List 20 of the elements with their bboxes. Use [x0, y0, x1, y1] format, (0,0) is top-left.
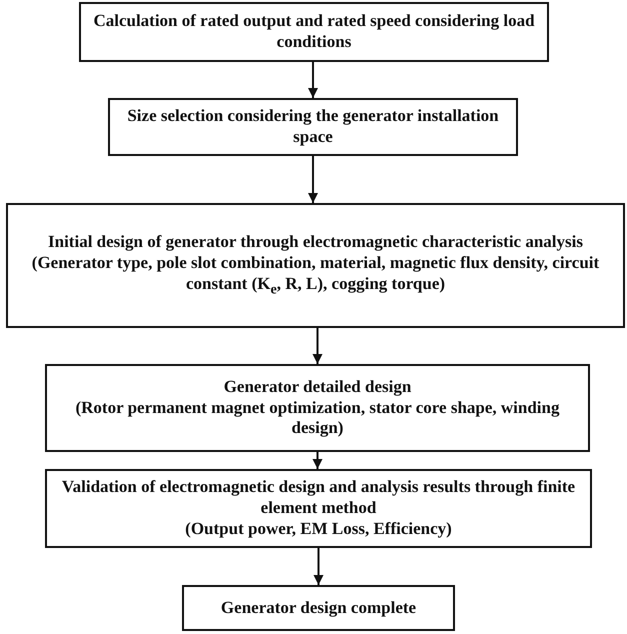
- step-title: Initial design of generator through electromagnetic characteristic analysis: [48, 232, 583, 254]
- step-details: (Generator type, pole slot combination, material, magnetic flux density, circuit constant (K$_{e}$, R, L), cogging torque): [30, 253, 600, 299]
- arrow: [312, 452, 322, 469]
- step-title: Size selection considering the generator installation space: [126, 106, 500, 148]
- step-details: (Rotor permanent magnet optimization, stator core shape, winding design): [74, 398, 560, 440]
- step-details: (Output power, EM Loss, Efficiency): [185, 518, 452, 540]
- step-title: Generator detailed design: [224, 376, 412, 398]
- arrow: [314, 548, 324, 585]
- arrow: [308, 62, 318, 98]
- process-box: [182, 585, 455, 631]
- process-box: [6, 203, 625, 328]
- arrow: [308, 156, 318, 203]
- process-box: [108, 98, 518, 156]
- step-title: Validation of electromagnetic design and analysis results through finite element method: [60, 477, 576, 519]
- process-box: [45, 364, 590, 452]
- process-box: [45, 469, 592, 548]
- step-title: Calculation of rated output and rated speed considering load conditions: [92, 11, 536, 53]
- arrow: [312, 328, 322, 364]
- step-title: Generator design complete: [220, 598, 416, 618]
- process-box: [79, 2, 549, 62]
